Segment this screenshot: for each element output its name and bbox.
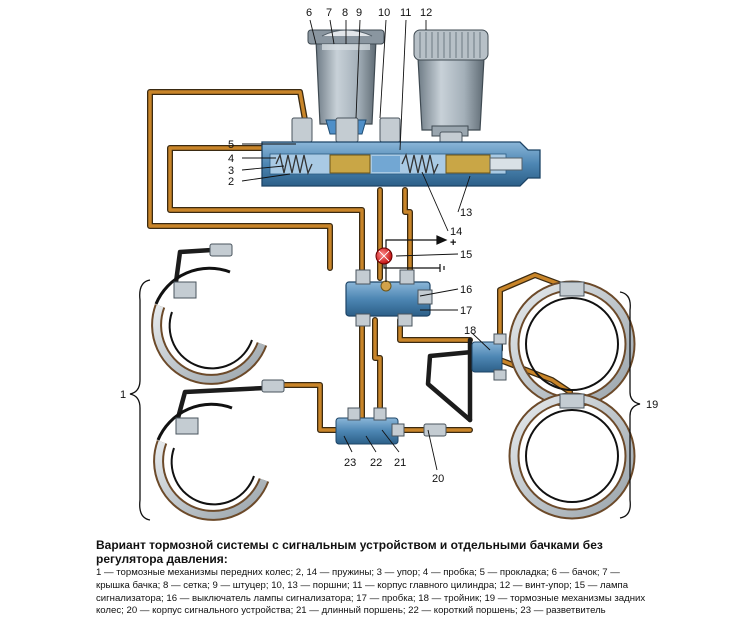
drum-brake-icon: [153, 402, 270, 521]
caption-title: Вариант тормозной системы с сигнальным у…: [96, 538, 603, 566]
callout-labels: 6 7 8 9 10 11 12 5 4 3 2 13 14 15 16 17 …: [120, 7, 658, 485]
callout-2: 2: [228, 176, 234, 188]
drum-brake-icon: [508, 280, 636, 408]
callout-3: 3: [228, 165, 234, 177]
callout-13: 13: [460, 207, 472, 219]
callout-8: 8: [342, 7, 348, 19]
pipe-fitting-icon: [291, 117, 463, 147]
brake-system-diagram: +: [120, 7, 658, 521]
callout-5: 5: [228, 139, 234, 151]
callout-1: 1: [120, 389, 126, 401]
callout-14: 14: [450, 226, 462, 238]
lamp-icon: [375, 247, 393, 265]
callout-15: 15: [460, 249, 472, 261]
lamp-wiring: [383, 235, 448, 282]
callout-20: 20: [432, 473, 444, 485]
splitter: [335, 407, 405, 445]
signal-device: [345, 269, 433, 327]
callout-21: 21: [394, 457, 406, 469]
callout-23: 23: [344, 457, 356, 469]
callout-7: 7: [326, 7, 332, 19]
brace-front: [129, 279, 151, 521]
callout-18: 18: [464, 325, 476, 337]
leader-lines: [241, 19, 491, 471]
tee-fitting: [471, 333, 507, 381]
drum-brake-icon: [151, 266, 268, 385]
callout-16: 16: [460, 284, 472, 296]
caption-legend: 1 — тормозные механизмы передних колес; …: [96, 567, 646, 617]
callout-9: 9: [356, 7, 362, 19]
reservoir-icon: [413, 29, 489, 137]
terminal-plus: +: [450, 237, 456, 249]
callout-12: 12: [420, 7, 432, 19]
pipe-fitting-icon: [209, 243, 447, 437]
brace-rear: [619, 291, 641, 519]
callout-10: 10: [378, 7, 390, 19]
callout-11: 11: [400, 7, 411, 19]
callout-19: 19: [646, 399, 658, 411]
callout-4: 4: [228, 153, 234, 165]
callout-17: 17: [460, 305, 472, 317]
callout-22: 22: [370, 457, 382, 469]
callout-6: 6: [306, 7, 312, 19]
drum-brake-icon: [508, 392, 636, 520]
figure-caption: Вариант тормозной системы с сигнальным у…: [96, 538, 656, 618]
